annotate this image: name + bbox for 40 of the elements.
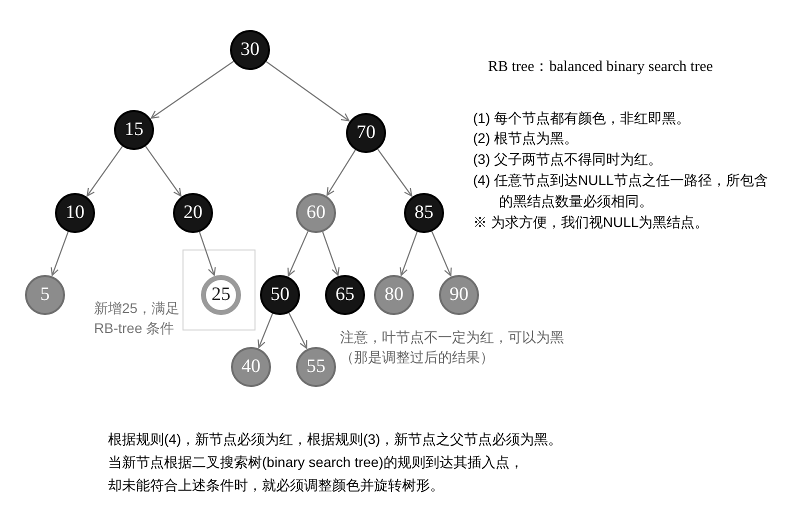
arrow: [50, 232, 69, 276]
rule-text: (3) 父子两节点不得同时为红。: [473, 150, 663, 169]
tree-node: 50: [260, 275, 300, 315]
arrow: [326, 150, 356, 196]
rule-text: 当新节点根据二叉搜索树(binary search tree)的规则到达其插入点，: [108, 453, 524, 472]
arrow: [288, 312, 308, 349]
arrow: [145, 146, 182, 196]
rule-text: (4) 任意节点到达NULL节点之任一路径，所包含的黑结点数量必须相同。: [473, 171, 769, 211]
tree-node: 40: [231, 347, 271, 387]
tree-node: 5: [25, 275, 65, 315]
tree-node: 85: [404, 193, 444, 233]
tree-node: 70: [346, 113, 386, 153]
arrow: [266, 61, 350, 122]
arrow: [431, 231, 452, 276]
rule-text: ※ 为求方便，我们视NULL为黑结点。: [473, 213, 710, 232]
arrow: [86, 146, 123, 196]
arrow: [198, 232, 216, 276]
tree-node: 10: [55, 193, 95, 233]
tree-node: 65: [325, 275, 365, 315]
rule-text: 根据规则(4)，新节点必须为红，根据规则(3)，新节点之父节点必须为黑。: [108, 430, 564, 449]
tree-node: 30: [230, 30, 270, 70]
arrow: [400, 232, 418, 276]
tree-node: 90: [439, 275, 479, 315]
arrow: [377, 148, 412, 197]
arrow: [322, 232, 340, 276]
tree-node: 20: [173, 193, 213, 233]
tree-node: 25: [201, 275, 241, 315]
rule-text: (1) 每个节点都有颜色，非红即黑。: [473, 109, 691, 128]
tree-node: 80: [374, 275, 414, 315]
arrow: [258, 313, 274, 348]
annotation-text: 新增25，满足 RB-tree 条件: [94, 299, 181, 338]
title: RB tree：balanced binary search tree: [488, 58, 713, 77]
tree-node: 60: [296, 193, 336, 233]
tree-node: 15: [114, 110, 154, 150]
arrow: [287, 231, 308, 276]
tree-node: 55: [296, 347, 336, 387]
arrow: [150, 60, 234, 119]
annotation-text: 注意，叶节点不一定为红，可以为黑（那是调整过后的结果）: [340, 328, 565, 367]
rule-text: (2) 根节点为黑。: [473, 129, 579, 148]
rule-text: 却未能符合上述条件时，就必须调整颜色并旋转树形。: [108, 476, 445, 495]
